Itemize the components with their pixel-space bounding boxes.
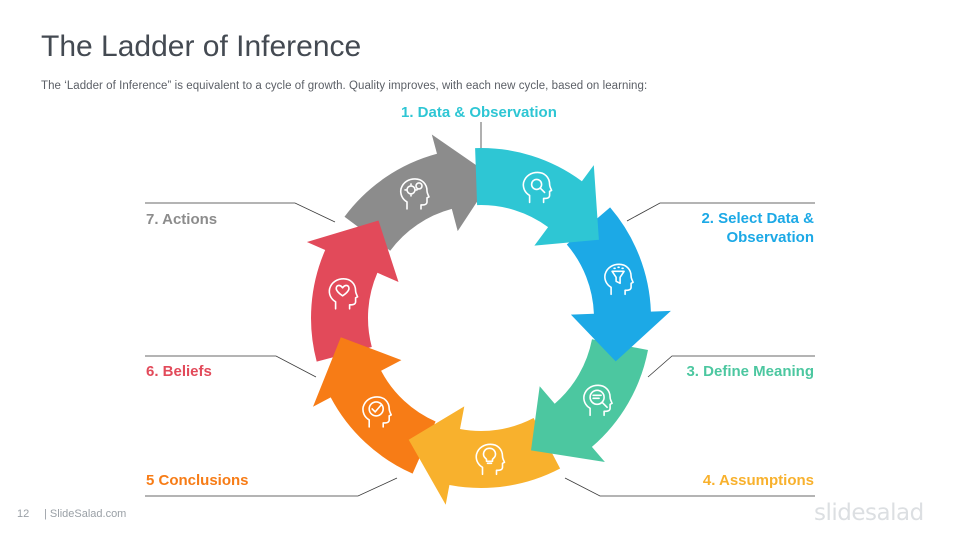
stage-arrow-7 bbox=[344, 134, 494, 251]
stage-label-2: 2. Select Data & Observation bbox=[701, 209, 814, 247]
stage-label-3: 3. Define Meaning bbox=[686, 363, 814, 380]
head-search-icon bbox=[583, 384, 613, 417]
stage-label-2-line2: Observation bbox=[726, 229, 814, 246]
stage-icons bbox=[328, 171, 634, 476]
footer-site: | SlideSalad.com bbox=[44, 508, 127, 520]
head-heart-icon bbox=[328, 277, 359, 310]
leader-line-4 bbox=[564, 477, 815, 497]
stage-label-7: 7. Actions bbox=[146, 211, 218, 228]
head-checkmark-icon bbox=[362, 396, 393, 428]
head-funnel-icon bbox=[604, 263, 634, 296]
slidesalad-logo: slidesalad bbox=[814, 500, 924, 526]
stage-label-2-line1: 2. Select Data & bbox=[701, 210, 814, 227]
stage-label-4: 4. Assumptions bbox=[702, 472, 814, 489]
leader-line-5 bbox=[145, 477, 398, 497]
slide-title: The Ladder of Inference bbox=[41, 30, 362, 63]
slide-subtitle: The ‘Ladder of Inference” is equivalent … bbox=[41, 80, 648, 92]
head-lightbulb-icon bbox=[475, 443, 506, 476]
stage-arrow-5 bbox=[313, 337, 436, 474]
stage-arrow-2 bbox=[566, 207, 671, 362]
leader-line-6 bbox=[145, 355, 317, 378]
leader-line-7 bbox=[145, 202, 336, 223]
leader-line-3 bbox=[647, 355, 815, 378]
page-number: 12 bbox=[17, 508, 30, 520]
stage-label-1: 1. Data & Observation bbox=[401, 104, 557, 121]
stage-arrow-3 bbox=[531, 339, 648, 462]
stage-arrow-6 bbox=[306, 220, 399, 362]
head-gears-icon bbox=[399, 178, 430, 210]
stage-label-6: 6. Beliefs bbox=[146, 363, 212, 380]
cycle-arrows bbox=[306, 134, 671, 505]
stage-label-5: 5 Conclusions bbox=[146, 472, 249, 489]
leader-line-2 bbox=[626, 202, 815, 222]
head-magnifier-icon bbox=[522, 171, 553, 204]
leader-lines bbox=[145, 122, 815, 497]
stage-arrow-1 bbox=[475, 147, 599, 246]
